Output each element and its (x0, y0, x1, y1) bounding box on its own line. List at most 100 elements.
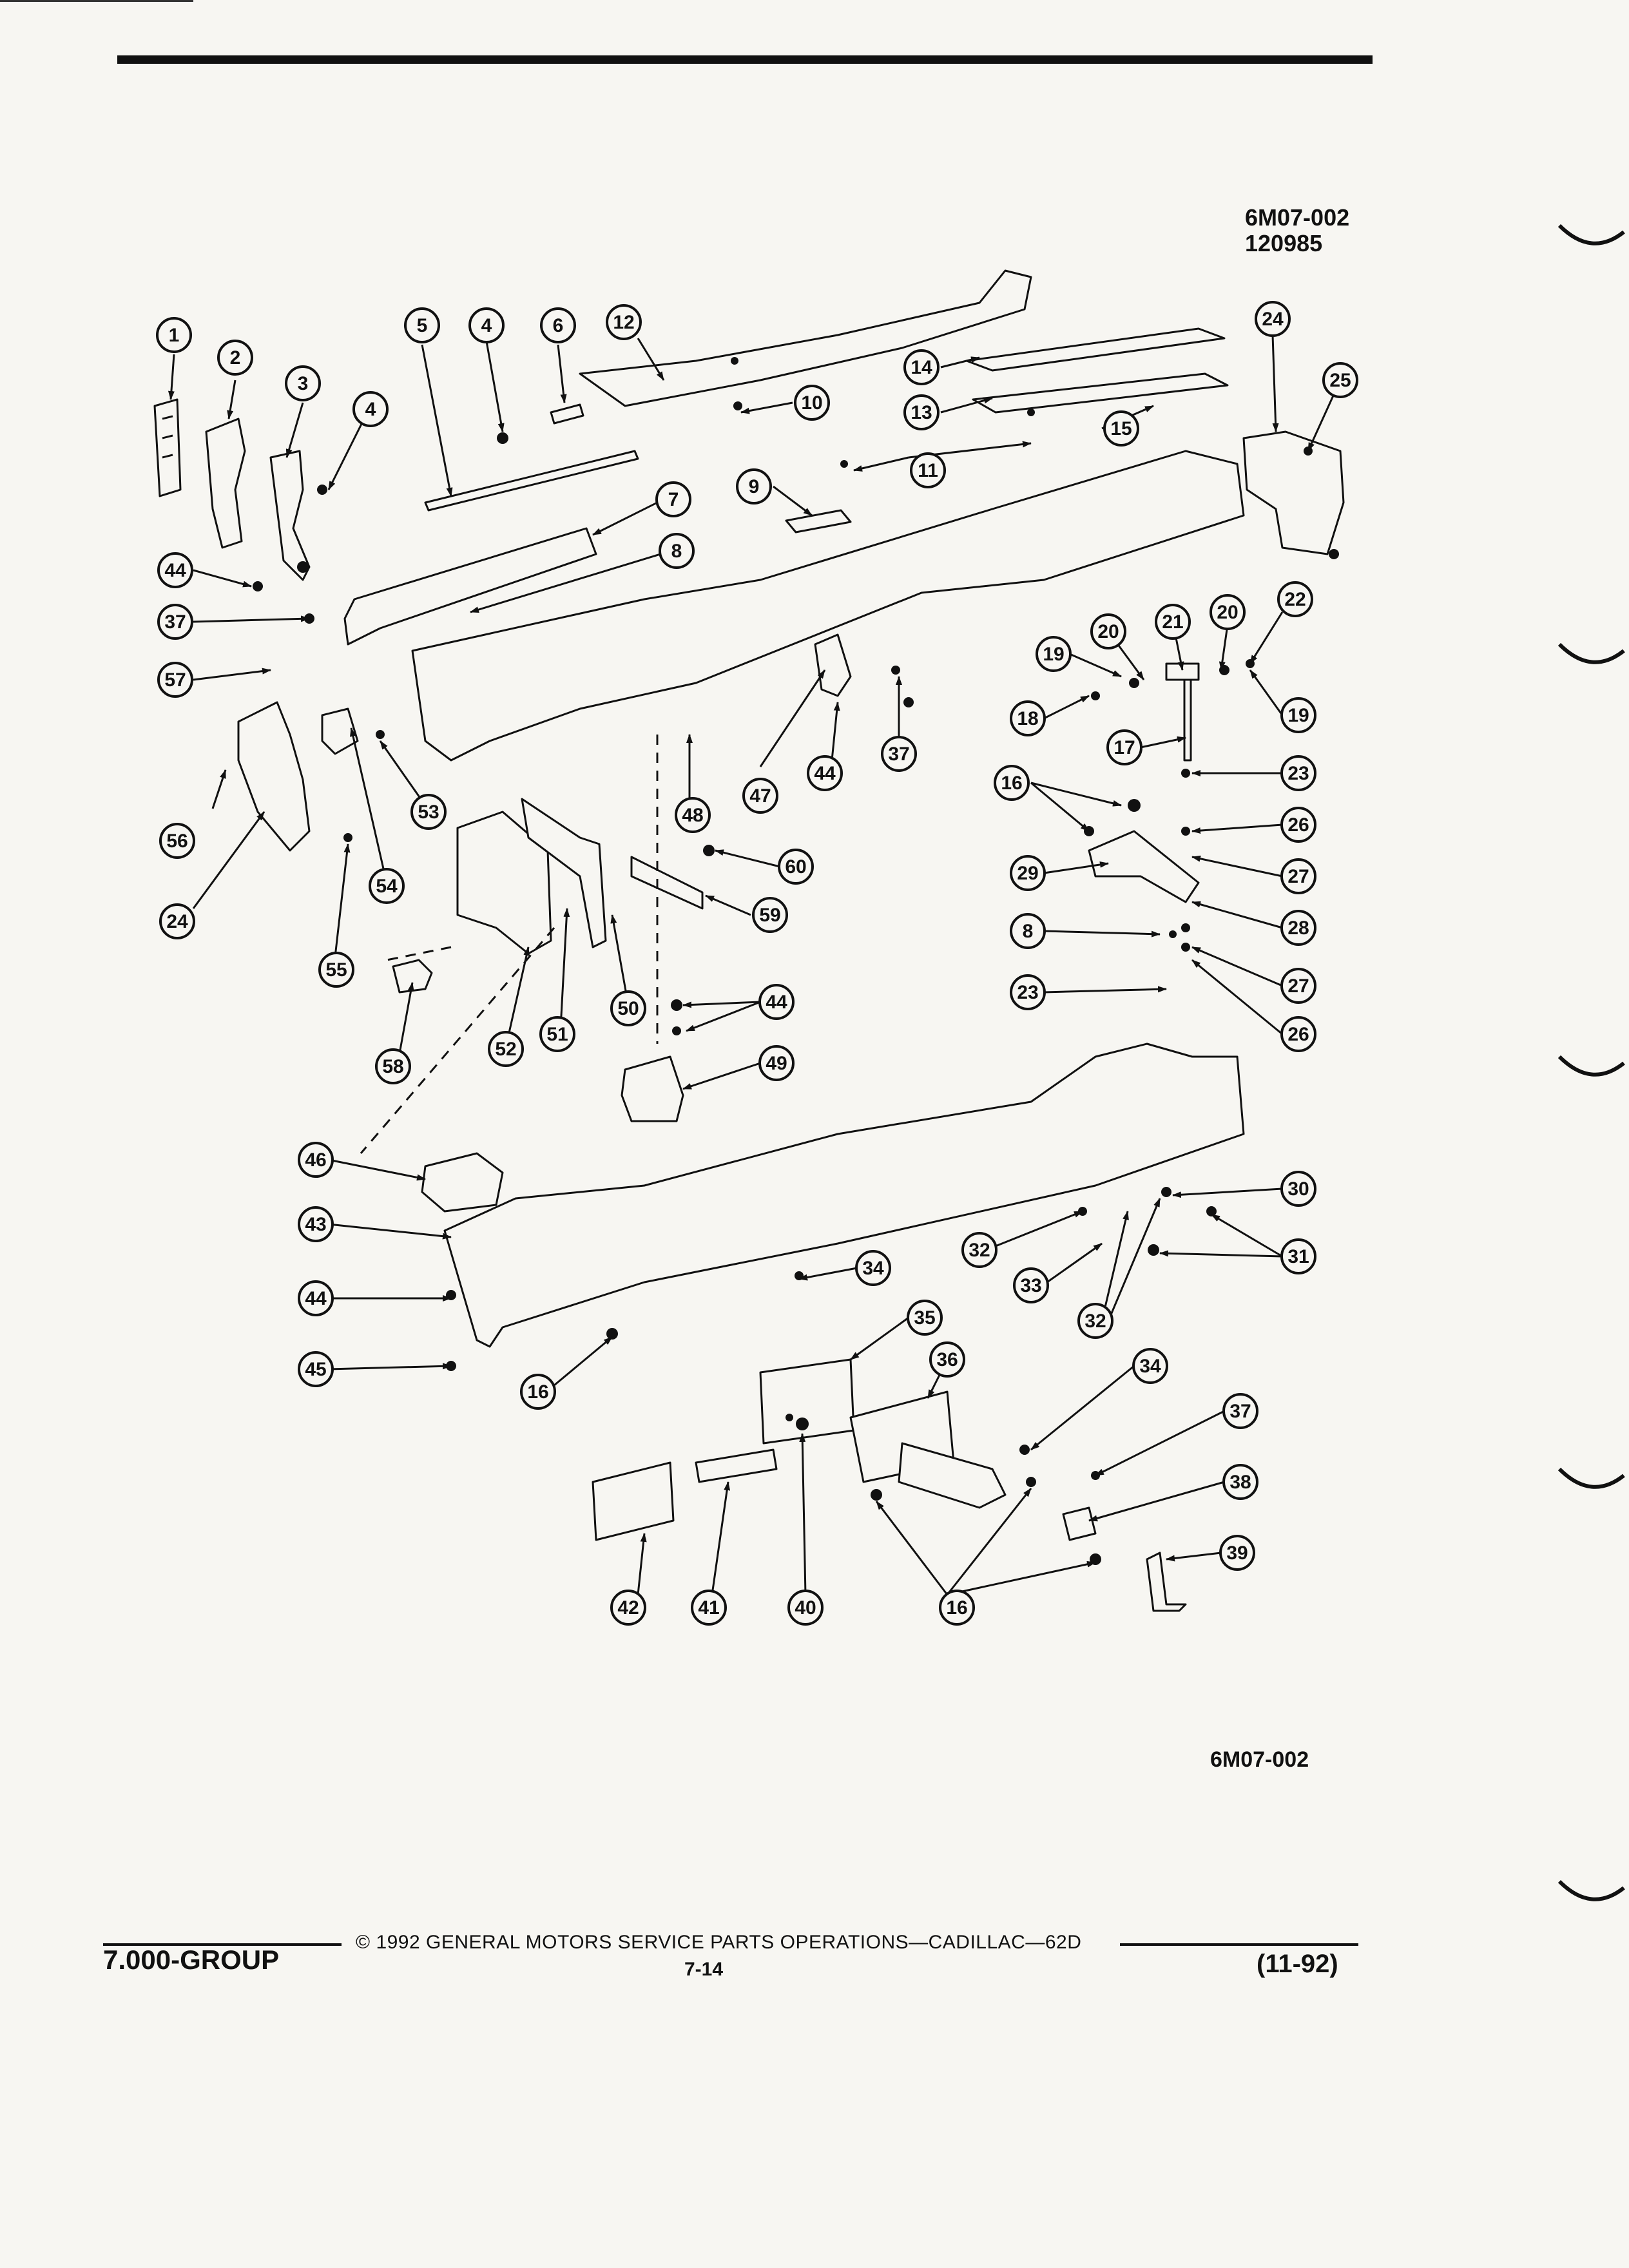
leader-lines (168, 334, 1342, 1596)
callout-circle (1106, 729, 1142, 765)
callout-24: 24 (159, 903, 195, 939)
callout-circle (156, 317, 192, 353)
callout-number: 16 (1001, 773, 1022, 794)
callout-59: 59 (752, 897, 788, 933)
part-49-bracket (621, 1055, 684, 1122)
callout-circle (1280, 858, 1316, 894)
callout-number: 42 (617, 1597, 639, 1619)
callout-20: 20 (1210, 594, 1246, 630)
callout-number: 38 (1229, 1472, 1251, 1493)
callout-circle (159, 823, 195, 859)
callout-35: 35 (907, 1300, 943, 1336)
callout-number: 54 (376, 876, 398, 897)
callout-number: 23 (1287, 763, 1309, 784)
callout-circle (1255, 301, 1291, 337)
callout-number: 26 (1287, 814, 1309, 836)
callout-number: 44 (766, 992, 787, 1013)
callout-number: 6 (553, 315, 564, 336)
callout-circle (929, 1341, 965, 1378)
callout-number: 20 (1097, 621, 1119, 642)
fasteners (253, 357, 1339, 1565)
part-29-arm (1088, 830, 1200, 903)
callout-number: 39 (1226, 1542, 1248, 1564)
callout-circle (217, 340, 253, 376)
callout-10: 10 (794, 385, 830, 421)
callout-54: 54 (369, 868, 405, 904)
callout-circle (1090, 613, 1126, 649)
callout-43: 43 (298, 1206, 334, 1242)
callout-circle (655, 481, 691, 517)
callout-number: 41 (698, 1597, 719, 1619)
callout-37: 37 (157, 604, 193, 640)
callout-number: 4 (481, 315, 492, 336)
part-50-bracket (521, 798, 607, 948)
callout-number: 13 (911, 402, 932, 423)
callout-number: 36 (936, 1349, 958, 1370)
part-21-spacer (1165, 662, 1200, 681)
part-48-face-bar (411, 450, 1245, 762)
callout-circle (157, 662, 193, 698)
callout-number: 21 (1162, 611, 1183, 633)
callout-60: 60 (778, 849, 814, 885)
callout-21: 21 (1155, 604, 1191, 640)
callout-circle (1010, 913, 1046, 949)
callout-number: 18 (1017, 708, 1038, 729)
callout-number: 45 (305, 1359, 326, 1380)
callout-number: 37 (164, 611, 186, 633)
part-6-plate (550, 403, 584, 425)
footer-page-number: 7-14 (684, 1959, 724, 1980)
callout-50: 50 (610, 990, 646, 1026)
callout-number: 8 (671, 541, 682, 562)
callout-number: 44 (305, 1288, 327, 1309)
callout-circle (939, 1590, 975, 1626)
footer-rule-left (103, 1943, 342, 1946)
callout-56: 56 (159, 823, 195, 859)
callout-circle (758, 984, 795, 1020)
figure-caption: 6M07-002 (1210, 1747, 1309, 1772)
callout-29: 29 (1010, 855, 1046, 891)
callout-number: 56 (166, 831, 188, 852)
callout-circle (742, 778, 778, 814)
callout-44: 44 (758, 984, 795, 1020)
callout-38: 38 (1222, 1464, 1258, 1500)
callout-number: 15 (1110, 418, 1132, 439)
callout-number: 16 (946, 1597, 967, 1619)
callout-circle (606, 304, 642, 340)
callout-6: 6 (540, 307, 576, 343)
callout-40: 40 (787, 1590, 824, 1626)
alignment-lines (360, 735, 659, 1154)
figure-id: 6M07-002 120985 (1245, 205, 1349, 256)
callout-circle (807, 755, 843, 791)
part-35-plate (759, 1358, 855, 1445)
callout-circle (539, 1016, 575, 1052)
callout-16: 16 (939, 1590, 975, 1626)
callout-22: 22 (1277, 581, 1313, 617)
callout-circle (752, 897, 788, 933)
callout-circle (778, 849, 814, 885)
callout-number: 31 (1287, 1246, 1309, 1267)
part-24-end-right (1242, 430, 1345, 555)
callout-25: 25 (1322, 362, 1358, 398)
part-7-impact-strip (343, 527, 597, 646)
callout-number: 48 (682, 805, 703, 826)
callout-circle (1322, 362, 1358, 398)
callout-number: 19 (1043, 644, 1064, 665)
callout-12: 12 (606, 304, 642, 340)
callout-number: 44 (814, 763, 836, 784)
callout-circle (352, 391, 389, 427)
callout-number: 26 (1287, 1024, 1309, 1045)
callout-number: 17 (1113, 737, 1135, 758)
callout-circle (410, 794, 447, 830)
callout-circle (1103, 410, 1139, 447)
callout-circle (1280, 1238, 1316, 1274)
callout-circle (691, 1590, 727, 1626)
callout-23: 23 (1280, 755, 1316, 791)
part-46-bracket (421, 1152, 504, 1213)
callout-circle (159, 903, 195, 939)
callout-number: 25 (1329, 370, 1351, 391)
callout-39: 39 (1219, 1535, 1255, 1571)
callout-number: 60 (785, 856, 806, 878)
callout-circle (1280, 968, 1316, 1004)
callout-33: 33 (1013, 1267, 1049, 1303)
callout-number: 12 (613, 312, 634, 333)
